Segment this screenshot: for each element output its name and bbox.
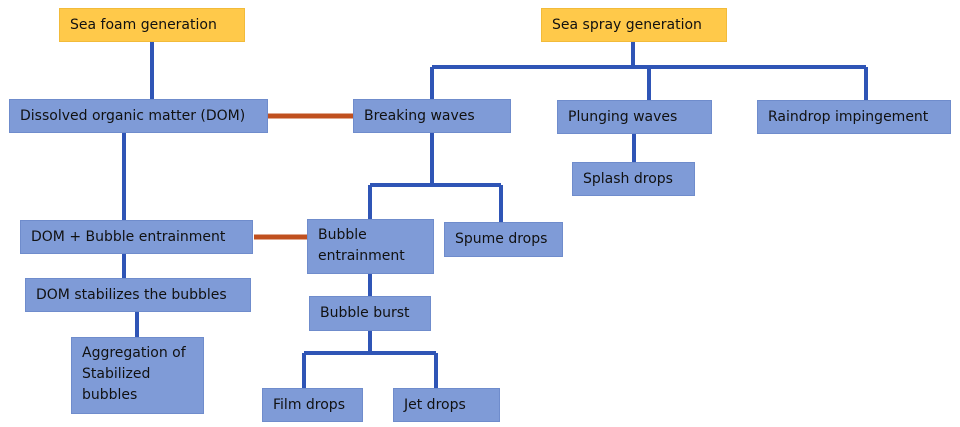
node-jet-drops: Jet drops (393, 388, 500, 422)
node-spume-drops: Spume drops (444, 222, 563, 257)
node-sea-foam-generation: Sea foam generation (59, 8, 245, 42)
node-breaking-waves: Breaking waves (353, 99, 511, 133)
node-splash-drops: Splash drops (572, 162, 695, 196)
node-aggregation-stabilized-bubbles: Aggregation of Stabilized bubbles (71, 337, 204, 414)
node-dom: Dissolved organic matter (DOM) (9, 99, 268, 133)
node-dom-stabilizes-bubbles: DOM stabilizes the bubbles (25, 278, 251, 312)
node-plunging-waves: Plunging waves (557, 100, 712, 134)
node-dom-bubble-entrainment: DOM + Bubble entrainment (20, 220, 253, 254)
node-bubble-entrainment: Bubble entrainment (307, 219, 434, 274)
node-bubble-burst: Bubble burst (309, 296, 431, 331)
node-film-drops: Film drops (262, 388, 363, 422)
node-raindrop-impingement: Raindrop impingement (757, 100, 951, 134)
node-sea-spray-generation: Sea spray generation (541, 8, 727, 42)
